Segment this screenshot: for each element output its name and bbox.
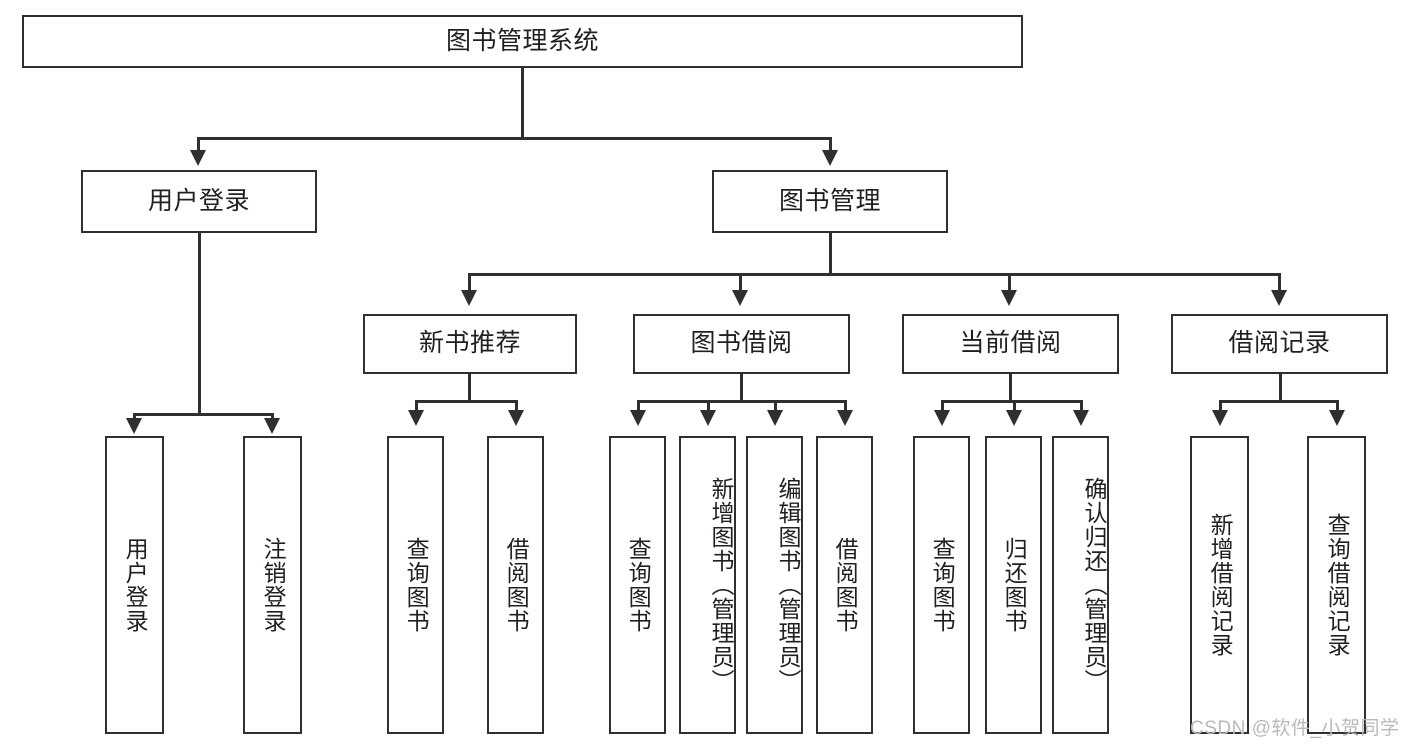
- edge-current-stem: [1009, 374, 1012, 402]
- arrow-current-leaf-3: [1073, 410, 1089, 426]
- leaf-query-books-current[interactable]: 查询图书: [913, 436, 970, 734]
- leaf-confirm-return-admin[interactable]: 确认归还（管理员）: [1052, 436, 1109, 734]
- edge-borrow-bus: [637, 400, 845, 403]
- leaf-user-login[interactable]: 用户登录: [105, 436, 164, 734]
- arrow-current-leaf-1: [934, 410, 950, 426]
- arrow-root-to-book-mgmt: [822, 150, 838, 166]
- node-user-login[interactable]: 用户登录: [81, 170, 317, 233]
- edge-user-login-stem: [198, 233, 201, 415]
- edge-book-mgmt-drop-1: [468, 273, 471, 295]
- edge-root-to-user-login: [197, 137, 200, 157]
- edge-records-stem: [1279, 374, 1282, 402]
- arrow-user-login-leaf-2: [264, 418, 280, 434]
- arrow-book-mgmt-current: [1001, 290, 1017, 306]
- arrow-user-login-leaf-1: [126, 418, 142, 434]
- arrow-records-leaf-1: [1212, 410, 1228, 426]
- arrow-borrow-leaf-3: [767, 410, 783, 426]
- edge-root-bus: [197, 137, 831, 140]
- node-new-book-recommendation[interactable]: 新书推荐: [363, 314, 577, 374]
- arrow-borrow-leaf-4: [837, 410, 853, 426]
- edge-book-mgmt-drop-3: [1008, 273, 1011, 295]
- edge-current-bus: [941, 400, 1081, 403]
- edge-new-books-stem: [468, 374, 471, 402]
- edge-records-drop-2: [1336, 400, 1339, 413]
- edge-borrow-drop-4: [844, 400, 847, 413]
- edge-borrow-drop-1: [637, 400, 640, 413]
- leaf-borrow-books-new[interactable]: 借阅图书: [487, 436, 544, 734]
- arrow-book-mgmt-records: [1271, 290, 1287, 306]
- leaf-add-book-admin[interactable]: 新增图书（管理员）: [679, 436, 736, 734]
- leaf-query-borrow-record[interactable]: 查询借阅记录: [1307, 436, 1366, 734]
- edge-new-books-drop-2: [515, 400, 518, 413]
- leaf-add-borrow-record[interactable]: 新增借阅记录: [1190, 436, 1249, 734]
- arrow-new-books-leaf-2: [508, 410, 524, 426]
- edge-current-drop-2: [1013, 400, 1016, 413]
- leaf-query-books-new[interactable]: 查询图书: [387, 436, 444, 734]
- edge-records-bus: [1219, 400, 1337, 403]
- leaf-edit-book-admin[interactable]: 编辑图书（管理员）: [746, 436, 803, 734]
- leaf-logout[interactable]: 注销登录: [243, 436, 302, 734]
- edge-borrow-drop-3: [774, 400, 777, 413]
- arrow-book-mgmt-new-books: [461, 290, 477, 306]
- arrow-borrow-leaf-1: [630, 410, 646, 426]
- edge-book-mgmt-drop-2: [739, 273, 742, 295]
- edge-borrow-drop-2: [707, 400, 710, 413]
- csdn-watermark: CSDN @软件_小贺同学: [1190, 718, 1400, 739]
- arrow-root-to-user-login: [190, 150, 206, 166]
- node-borrowing-records[interactable]: 借阅记录: [1171, 314, 1388, 374]
- leaf-borrow-books[interactable]: 借阅图书: [816, 436, 873, 734]
- edge-book-mgmt-drop-4: [1278, 273, 1281, 295]
- edge-root-to-book-mgmt: [829, 137, 832, 157]
- edge-user-login-bus: [133, 413, 273, 416]
- node-root-library-system[interactable]: 图书管理系统: [22, 15, 1023, 68]
- edge-book-mgmt-bus: [468, 273, 1281, 276]
- edge-root-stem: [521, 67, 524, 139]
- edge-current-drop-3: [1080, 400, 1083, 413]
- arrow-records-leaf-2: [1329, 410, 1345, 426]
- edge-new-books-bus: [415, 400, 517, 403]
- arrow-book-mgmt-borrow: [732, 290, 748, 306]
- arrow-new-books-leaf-1: [408, 410, 424, 426]
- edge-records-drop-1: [1219, 400, 1222, 413]
- edge-borrow-stem: [740, 374, 743, 402]
- node-current-borrowing[interactable]: 当前借阅: [902, 314, 1119, 374]
- node-book-borrowing[interactable]: 图书借阅: [633, 314, 850, 374]
- node-book-management[interactable]: 图书管理: [712, 170, 948, 233]
- leaf-query-books-borrow[interactable]: 查询图书: [609, 436, 666, 734]
- arrow-current-leaf-2: [1006, 410, 1022, 426]
- arrow-borrow-leaf-2: [700, 410, 716, 426]
- edge-current-drop-1: [941, 400, 944, 413]
- edge-new-books-drop-1: [415, 400, 418, 413]
- edge-book-mgmt-stem: [829, 233, 832, 275]
- leaf-return-books[interactable]: 归还图书: [985, 436, 1042, 734]
